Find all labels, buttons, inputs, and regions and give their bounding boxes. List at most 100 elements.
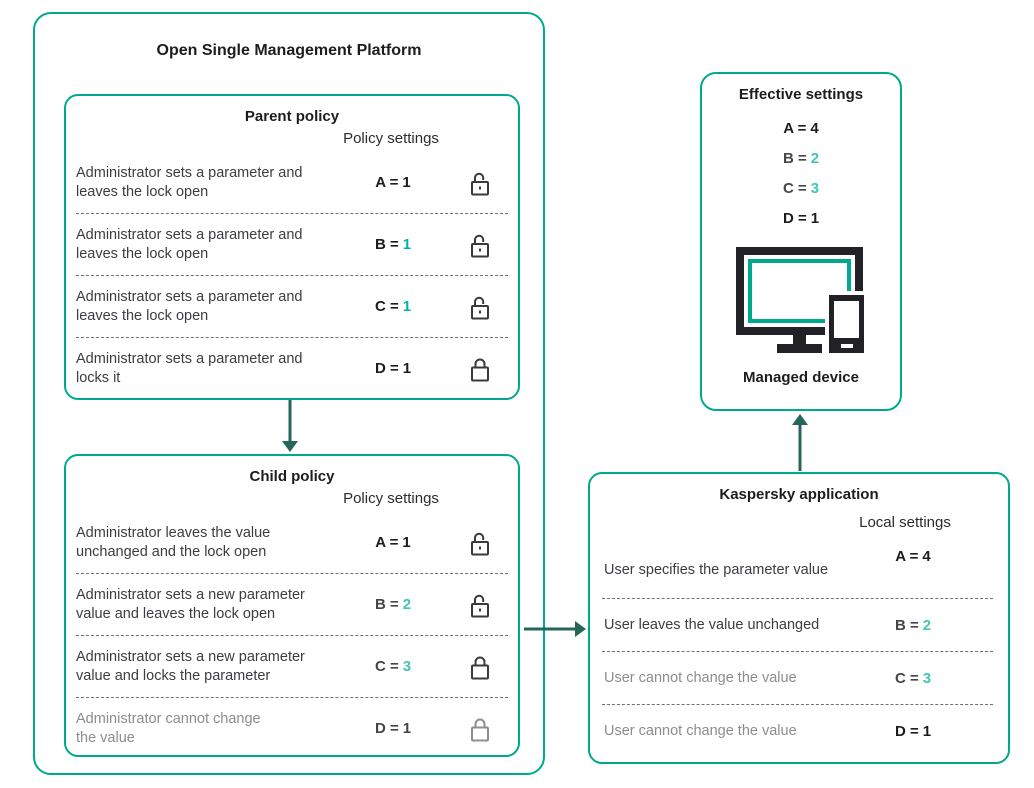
policy-row: Administrator sets a parameter and locks… <box>66 338 518 399</box>
local-setting-label: User cannot change the value <box>604 670 797 686</box>
setting-number: 3 <box>402 658 412 675</box>
policy-row-value: B =1 <box>338 236 448 253</box>
setting-number: 4 <box>810 120 819 137</box>
policy-row: Administrator sets a parameter and leave… <box>66 276 518 337</box>
row-separator <box>76 337 508 338</box>
policy-row: Administrator sets a parameter and leave… <box>66 214 518 275</box>
lock-open-icon <box>448 231 512 259</box>
policy-row-value: D =1 <box>338 720 448 737</box>
setting-number: 1 <box>922 722 932 740</box>
setting-number: 3 <box>810 180 820 197</box>
setting-number: 2 <box>922 616 932 634</box>
row-separator <box>76 635 508 636</box>
policy-row: Administrator sets a new parameter value… <box>66 636 518 697</box>
row-separator <box>76 573 508 574</box>
policy-row: Administrator cannot change the value D … <box>66 698 518 759</box>
setting-letter: A = <box>783 120 807 137</box>
policy-row-label: Administrator sets a new parameter value… <box>76 648 305 684</box>
policy-row-value: C =1 <box>338 298 448 315</box>
lock-open-icon <box>448 169 512 197</box>
policy-row-value: B =2 <box>338 596 448 613</box>
setting-number: 1 <box>402 298 412 315</box>
policy-settings-header: Policy settings <box>343 490 439 507</box>
policy-row-label: Administrator sets a new parameter value… <box>76 586 305 622</box>
local-setting-row: User leaves the value unchanged B =2 <box>590 599 1008 651</box>
lock-open-icon <box>448 293 512 321</box>
local-setting-row: User specifies the parameter value A =4 <box>590 536 1008 598</box>
application-to-device-arrow <box>792 414 808 471</box>
policy-row-label: Administrator cannot change the value <box>76 710 261 746</box>
setting-number: 2 <box>402 596 412 613</box>
monitor-stand <box>793 335 806 345</box>
kaspersky-application-box: Kaspersky application Local settings Use… <box>588 472 1010 764</box>
setting-number: 1 <box>810 210 820 227</box>
policy-row: Administrator sets a new parameter value… <box>66 574 518 635</box>
row-separator <box>76 275 508 276</box>
setting-number: 1 <box>402 720 412 737</box>
effective-settings-box: Effective settings A =4 B =2 C =3 D =1 <box>700 72 902 411</box>
policy-row-value: D =1 <box>338 360 448 377</box>
policy-row-label: Administrator sets a parameter and leave… <box>76 288 303 324</box>
setting-letter: C = <box>894 669 919 687</box>
child-policy-box: Child policy Policy settings Administrat… <box>64 454 520 757</box>
setting-letter: D = <box>894 722 919 740</box>
policy-row: Administrator sets a parameter and leave… <box>66 152 518 213</box>
row-separator <box>602 598 993 599</box>
local-setting-value: D =1 <box>853 723 973 740</box>
local-setting-label: User leaves the value unchanged <box>604 617 820 633</box>
phone-screen <box>834 301 859 338</box>
policy-row-value: C =3 <box>338 658 448 675</box>
policy-row-value: A =1 <box>338 174 448 191</box>
osmp-box: Open Single Management Platform Parent p… <box>33 12 545 775</box>
setting-letter: C = <box>374 658 399 675</box>
setting-letter: D = <box>374 720 399 737</box>
setting-letter: B = <box>374 596 399 613</box>
setting-letter: A = <box>375 534 399 551</box>
monitor-screen <box>748 259 851 323</box>
osmp-title: Open Single Management Platform <box>156 42 422 59</box>
lock-closed-icon <box>448 715 512 743</box>
parent-policy-title: Parent policy <box>244 108 340 125</box>
monitor-base <box>777 344 822 353</box>
setting-number: 4 <box>922 547 931 565</box>
child-to-application-arrow <box>524 621 586 637</box>
effective-values: A =4 B =2 C =3 D =1 <box>702 114 900 234</box>
child-policy-title: Child policy <box>249 468 335 485</box>
setting-number: 2 <box>810 150 820 167</box>
setting-letter: D = <box>374 360 399 377</box>
setting-number: 1 <box>402 236 412 253</box>
lock-open-icon <box>448 529 512 557</box>
row-separator <box>76 697 508 698</box>
effective-settings-title: Effective settings <box>738 86 864 103</box>
row-separator <box>76 213 508 214</box>
local-setting-row: User cannot change the value D =1 <box>590 705 1008 757</box>
effective-value: A =4 <box>702 114 900 144</box>
local-setting-value: B =2 <box>853 617 973 634</box>
local-settings-header: Local settings <box>859 514 951 531</box>
row-separator <box>602 704 993 705</box>
setting-letter: B = <box>782 150 807 167</box>
setting-letter: D = <box>782 210 807 227</box>
lock-open-icon <box>448 591 512 619</box>
effective-value: D =1 <box>702 204 900 234</box>
local-setting-row: User cannot change the value C =3 <box>590 652 1008 704</box>
policy-row-label: Administrator sets a parameter and locks… <box>76 350 303 386</box>
effective-value: C =3 <box>702 174 900 204</box>
effective-value: B =2 <box>702 144 900 174</box>
managed-device-icon <box>736 246 866 353</box>
phone-button <box>840 344 853 348</box>
setting-letter: C = <box>782 180 807 197</box>
setting-number: 1 <box>402 174 411 191</box>
setting-number: 1 <box>402 534 411 551</box>
lock-closed-icon <box>448 355 512 383</box>
setting-letter: B = <box>374 236 399 253</box>
setting-letter: A = <box>895 547 919 565</box>
policy-row-label: Administrator leaves the value unchanged… <box>76 524 271 560</box>
parent-policy-box: Parent policy Policy settings Administra… <box>64 94 520 400</box>
policy-settings-header: Policy settings <box>343 130 439 147</box>
policy-row-label: Administrator sets a parameter and leave… <box>76 164 303 200</box>
local-setting-label: User cannot change the value <box>604 723 797 739</box>
managed-device-caption: Managed device <box>743 369 859 386</box>
policy-row: Administrator leaves the value unchanged… <box>66 512 518 573</box>
setting-number: 1 <box>402 360 412 377</box>
